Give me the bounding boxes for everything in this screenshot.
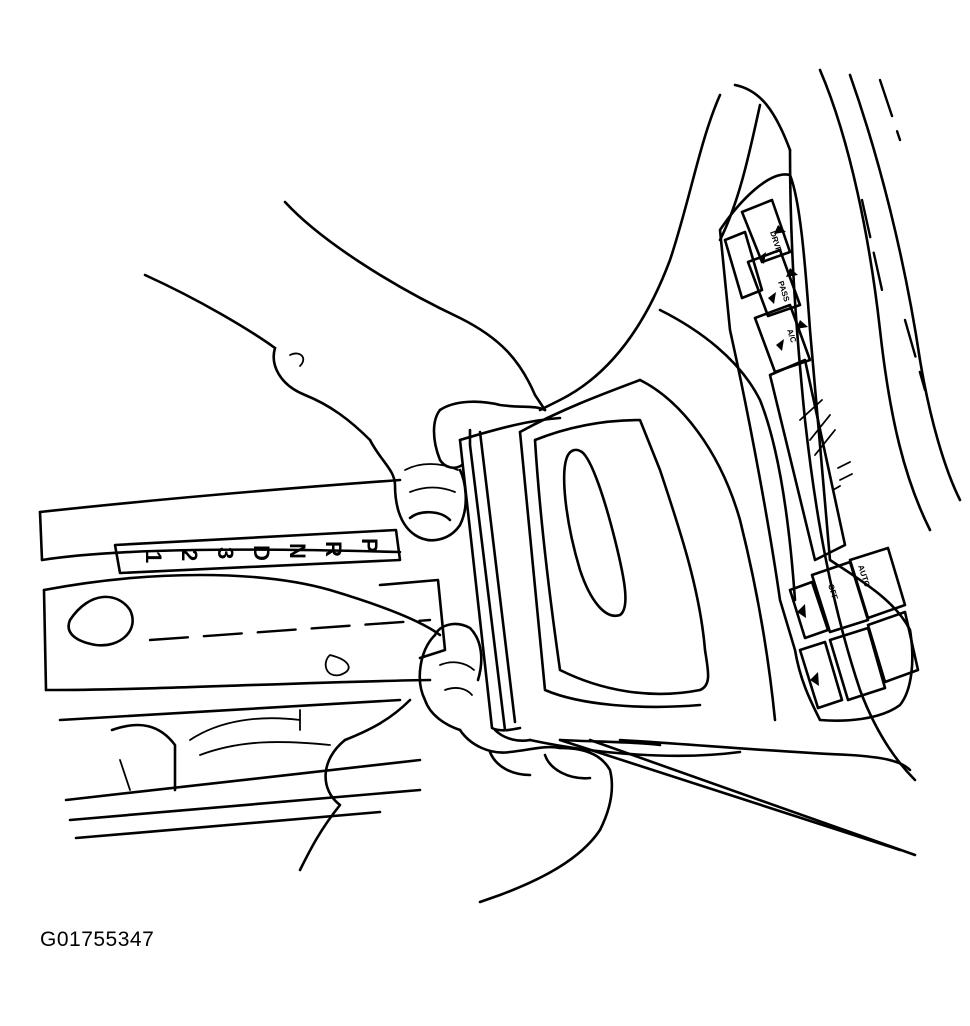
- gear-N: N: [285, 543, 310, 559]
- gear-R: R: [321, 541, 346, 557]
- lower-hand: [298, 622, 614, 904]
- upper-hand: [143, 200, 547, 542]
- figure-id-label: G01755347: [40, 928, 155, 951]
- gear-P: P: [357, 538, 382, 553]
- gear-1: 1: [141, 551, 166, 563]
- dash-edge: [558, 738, 662, 747]
- shifter-indicator: P R N D 3 2 1: [113, 528, 402, 575]
- label-drvr: DRVR: [768, 230, 784, 254]
- trim-panel: [458, 378, 742, 758]
- gear-3: 3: [213, 547, 238, 559]
- gear-D: D: [249, 545, 274, 561]
- label-pass: PASS: [776, 280, 791, 304]
- center-console: [38, 478, 447, 840]
- instrument-panel: DRVR PASS A/C AUTO OFF: [538, 68, 962, 857]
- label-ac: A/C: [785, 328, 798, 344]
- label-off: OFF: [826, 583, 840, 601]
- gear-2: 2: [177, 549, 202, 561]
